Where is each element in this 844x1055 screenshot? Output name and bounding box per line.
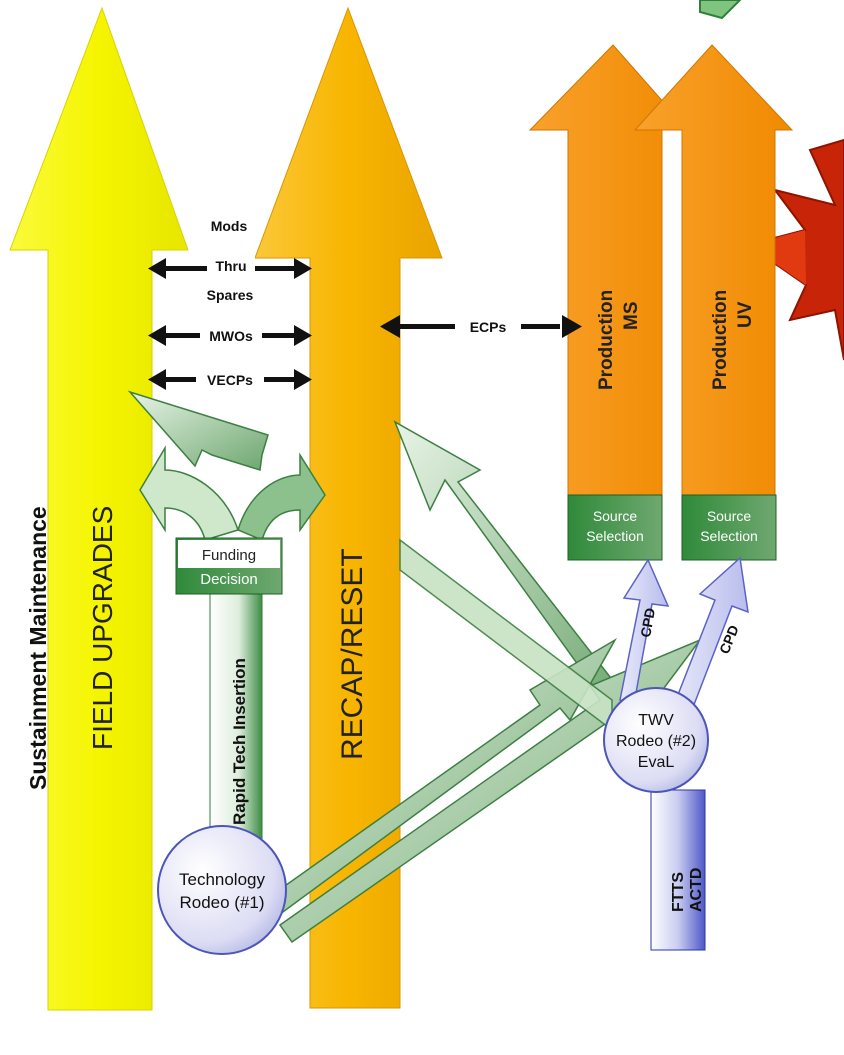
cpd-arrow-uv xyxy=(670,556,749,716)
mwos-label: MWOs xyxy=(209,328,253,344)
mods-label: Mods xyxy=(211,218,248,234)
production-uv-line1: Production xyxy=(710,290,731,390)
funding-label: Funding xyxy=(202,547,256,564)
twv-rodeo-line2: Rodeo (#2) xyxy=(616,733,696,750)
rapid-tech-insertion-label: Rapid Tech Insertion xyxy=(230,658,249,825)
source-uv-line1: Source xyxy=(707,508,752,524)
recap-reset-arrow xyxy=(254,6,443,1009)
source-selection-uv-box xyxy=(681,494,777,561)
production-uv-line2: UV xyxy=(735,301,756,328)
recap-reset-label: RECAP/RESET xyxy=(336,548,369,760)
ecps-label-bg xyxy=(455,314,521,338)
thru-label-bg xyxy=(207,256,255,276)
source-ms-line1: Source xyxy=(593,508,638,524)
twv-rodeo-node xyxy=(603,687,709,793)
ftts-label: FTTS xyxy=(670,872,687,912)
green-diagonal-arrows xyxy=(127,390,703,944)
technology-rodeo-node xyxy=(157,825,287,955)
technology-rodeo-line2: Rodeo (#1) xyxy=(179,893,264,912)
funding-decision-top-panel xyxy=(178,540,280,568)
green-arrow-to-field-upgrades xyxy=(127,390,269,471)
green-band-to-twv xyxy=(399,538,613,732)
ecps-label: ECPs xyxy=(470,319,507,335)
cpd-label-ms: CPD xyxy=(637,607,658,639)
ftts-actd-bar xyxy=(650,789,706,951)
twv-rodeo-line1: TWV xyxy=(638,712,674,729)
production-ms-line2: MS xyxy=(621,302,642,331)
cpd-arrow-ms xyxy=(619,558,670,705)
source-uv-line2: Selection xyxy=(700,528,758,544)
field-upgrades-arrow xyxy=(9,6,189,1011)
technology-rodeo-line1: Technology xyxy=(179,870,266,889)
cpd-arrows xyxy=(619,556,749,716)
corner-logo-fragment-icon xyxy=(699,0,742,20)
mwos-label-bg xyxy=(200,324,262,346)
source-selection-ms-box xyxy=(567,494,663,561)
spares-label: Spares xyxy=(207,287,254,303)
thru-label: Thru xyxy=(215,258,246,274)
twv-rodeo-line3: EvaL xyxy=(638,754,675,771)
decision-label: Decision xyxy=(200,571,258,588)
mods-label-bg xyxy=(200,216,258,232)
vecps-label: VECPs xyxy=(207,372,253,388)
funding-split-arrow xyxy=(139,445,326,542)
field-upgrades-label: FIELD UPGRADES xyxy=(87,506,118,750)
actd-label: ACTD xyxy=(688,868,705,912)
source-ms-line2: Selection xyxy=(586,528,644,544)
rapid-tech-insertion-bar xyxy=(209,589,263,841)
sustainment-maintenance-label: Sustainment Maintenance xyxy=(25,506,51,790)
green-arrow-tech-to-twv-1 xyxy=(256,637,618,921)
vecps-label-bg xyxy=(196,368,264,390)
production-ms-line1: Production xyxy=(596,290,617,390)
